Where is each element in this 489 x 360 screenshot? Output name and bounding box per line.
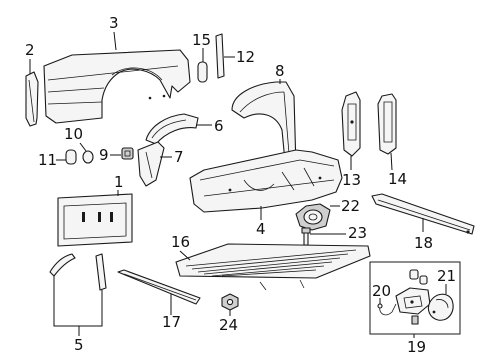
callout-3: 3	[109, 14, 119, 32]
callout-15: 15	[192, 31, 211, 49]
callout-6: 6	[214, 117, 224, 135]
callout-2: 2	[25, 41, 35, 59]
part-tailgate	[57, 193, 133, 247]
part-front-panel	[189, 149, 343, 213]
part-fuel-door-bushing-b	[419, 275, 428, 285]
part-brace-14	[377, 93, 397, 155]
callout-10: 10	[64, 125, 83, 143]
part-splash-shield	[137, 141, 165, 187]
part-wheel-lip	[145, 113, 199, 145]
leader-16	[179, 250, 191, 261]
callout-24: 24	[219, 316, 238, 334]
part-sill-plate	[117, 269, 201, 305]
part-fuel-door-box	[369, 261, 461, 335]
part-rail	[371, 193, 475, 235]
callout-13: 13	[342, 171, 361, 189]
leader-14	[390, 152, 393, 171]
part-gas-housing	[295, 203, 331, 231]
callout-14: 14	[388, 170, 407, 188]
part-fuel-door-21	[427, 293, 454, 321]
part-fuel-door-bushing-a	[409, 269, 419, 280]
part-strip	[215, 33, 225, 79]
callout-8: 8	[275, 62, 285, 80]
callout-23: 23	[348, 224, 367, 242]
part-wire-clip-20	[377, 303, 397, 316]
part-fender-panel	[43, 49, 191, 124]
part-lamp-10	[82, 150, 94, 164]
callout-11: 11	[38, 151, 57, 169]
part-brace-13	[341, 91, 361, 157]
callout-18: 18	[414, 234, 433, 252]
leader-3	[113, 31, 117, 51]
callout-5: 5	[74, 336, 84, 354]
callout-21: 21	[437, 267, 456, 285]
callout-7: 7	[174, 148, 184, 166]
callout-4: 4	[256, 220, 266, 238]
part-grommet-9	[121, 147, 134, 160]
callout-17: 17	[162, 313, 181, 331]
leader-5	[53, 276, 103, 327]
part-corner-post	[25, 71, 39, 127]
part-fuel-door-screw	[411, 315, 419, 325]
leader-10	[79, 142, 87, 152]
part-clip	[197, 61, 208, 83]
callout-19: 19	[407, 338, 426, 356]
callout-9: 9	[99, 146, 109, 164]
part-seal-strip-left	[49, 253, 76, 277]
part-bed-floor	[175, 243, 371, 291]
part-lamp-11	[65, 149, 77, 165]
part-bolt-23	[301, 227, 311, 246]
part-nut-24	[221, 293, 239, 311]
callout-16: 16	[171, 233, 190, 251]
part-fuel-door-latch	[395, 287, 431, 315]
part-seal-strip-right	[95, 253, 107, 291]
callout-1: 1	[114, 173, 124, 191]
callout-12: 12	[236, 48, 255, 66]
callout-22: 22	[341, 197, 360, 215]
callout-20: 20	[372, 282, 391, 300]
